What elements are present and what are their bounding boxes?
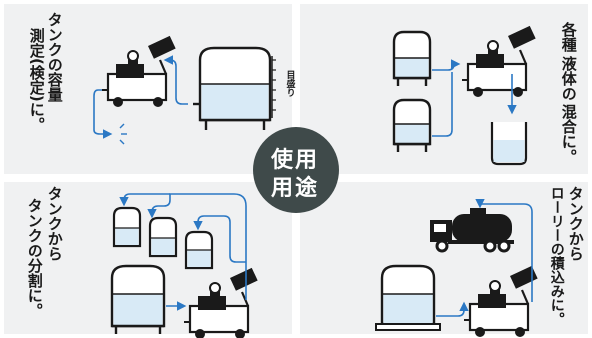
gauge-label: 目盛り — [284, 70, 295, 97]
bl-small-tank-2 — [148, 216, 178, 258]
badge-line-1: 使用 — [271, 148, 320, 173]
caption-top-right-col3: 混合に。 — [559, 104, 578, 164]
caption-bottom-right-col1: タンクから — [566, 186, 585, 261]
tr-source-tank-lower — [392, 98, 432, 152]
panel-top-right — [300, 4, 588, 174]
center-badge: 使用 用途 — [253, 127, 339, 213]
bl-small-tank-3 — [184, 230, 214, 270]
tl-pump-cart — [100, 34, 177, 109]
bl-large-tank — [110, 264, 166, 334]
tr-pump-cart — [460, 24, 537, 99]
caption-bottom-left-col2: タンクの分割に。 — [25, 198, 44, 318]
br-storage-tank — [375, 264, 441, 331]
caption-bottom-left-col1: タンクから — [45, 186, 64, 261]
tr-mix-bucket — [490, 122, 528, 166]
tr-pipes — [432, 59, 517, 137]
br-tank-lorry — [430, 208, 514, 253]
panel-bottom-right — [300, 182, 588, 334]
caption-top-left-col2: 測定(検定)に。 — [27, 28, 46, 132]
tl-spray — [119, 123, 127, 145]
br-pipes — [436, 198, 533, 317]
caption-top-right-col1: 各種 — [559, 22, 578, 52]
caption-top-left-col1: タンクの容量 — [45, 12, 64, 102]
bl-pipes — [119, 193, 247, 311]
br-pump-cart — [462, 264, 539, 338]
tl-gauged-tank — [193, 46, 276, 130]
bl-small-tank-1 — [112, 206, 142, 248]
tr-source-tank-upper — [392, 30, 432, 86]
caption-top-right-col2: 液体の — [559, 56, 578, 101]
caption-bottom-right-col2: ローリーの積込みに。 — [548, 186, 565, 326]
tl-pipes — [93, 55, 188, 139]
badge-line-2: 用途 — [271, 176, 320, 201]
